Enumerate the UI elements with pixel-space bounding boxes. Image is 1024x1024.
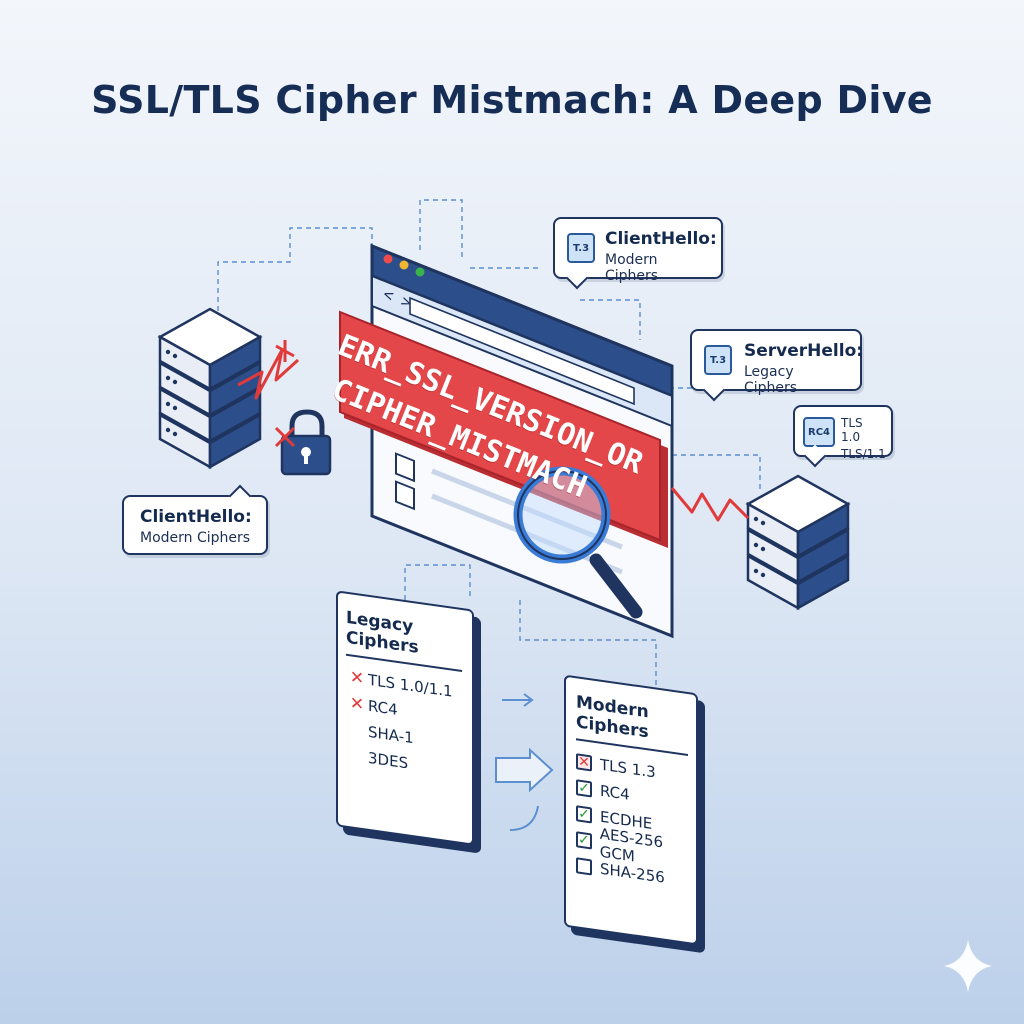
broken-connection-right	[670, 487, 750, 522]
checkbox-x-icon: ✕	[576, 753, 592, 772]
callout-subtitle: Legacy Ciphers	[744, 364, 798, 396]
blank-mark-icon: ✕	[346, 745, 368, 768]
legacy-cipher-list: ✕TLS 1.0/1.1✕RC4✕SHA-1✕3DES	[346, 664, 462, 784]
callout-title: ClientHello:	[605, 229, 717, 249]
legacy-ciphers-card: Legacy Ciphers ✕TLS 1.0/1.1✕RC4✕SHA-1✕3D…	[336, 590, 474, 846]
cipher-label: TLS 1.3	[600, 755, 656, 782]
checkbox-empty-icon	[576, 857, 592, 876]
callout-title: ServerHello:	[744, 341, 864, 361]
sparkle-icon	[944, 940, 992, 992]
callout-serverhello: T.3 ServerHello: Legacy Ciphers	[690, 329, 864, 402]
rc4-doc-icon: RC4	[803, 417, 835, 447]
tls-doc-icon: T.3	[567, 233, 595, 263]
flow-arrows	[495, 693, 554, 831]
page-title: SSL/TLS Cipher Mistmach: A Deep Dive	[91, 78, 933, 122]
cipher-label: RC4	[600, 781, 630, 804]
error-banner	[339, 310, 668, 548]
callout-title: ClientHello:	[140, 507, 252, 527]
x-mark-icon: ✕	[349, 693, 365, 716]
checkbox-checked-icon: ✓	[576, 779, 592, 798]
cipher-label: 3DES	[368, 748, 409, 773]
callout-subtitle: Modern Ciphers	[605, 252, 659, 284]
padlock-icon	[274, 409, 332, 476]
modern-ciphers-card: Modern Ciphers ✕TLS 1.3✓RC4✓ECDHE✓AES-25…	[564, 674, 698, 946]
broken-connection-left	[237, 348, 300, 400]
callout-clienthello-left: ClientHello: Modern Ciphers	[122, 484, 268, 555]
card-title: Modern Ciphers	[576, 692, 688, 757]
client-server-icon	[157, 307, 263, 470]
magnifying-glass-icon	[513, 466, 643, 619]
tls-doc-icon: T.3	[704, 345, 732, 375]
version-line-2: TLS/1.1	[841, 447, 886, 461]
cipher-label: SHA-1	[368, 722, 414, 748]
checkbox-checked-icon: ✓	[576, 831, 592, 850]
dashed-connectors	[217, 199, 761, 690]
version-line-1: TLS 1.0	[841, 416, 863, 444]
card-title: Legacy Ciphers	[346, 607, 462, 673]
callout-subtitle: Modern Ciphers	[140, 530, 251, 546]
callout-clienthello-top: T.3 ClientHello: Modern Ciphers	[553, 217, 723, 290]
x-mark-icon: ✕	[349, 667, 365, 690]
blank-mark-icon: ✕	[346, 719, 368, 742]
cipher-label: RC4	[368, 696, 398, 719]
remote-server-icon	[745, 474, 851, 611]
callout-server-versions: RC4 TLS 1.0 TLS/1.1	[793, 405, 893, 468]
checkbox-checked-icon: ✓	[576, 805, 592, 824]
